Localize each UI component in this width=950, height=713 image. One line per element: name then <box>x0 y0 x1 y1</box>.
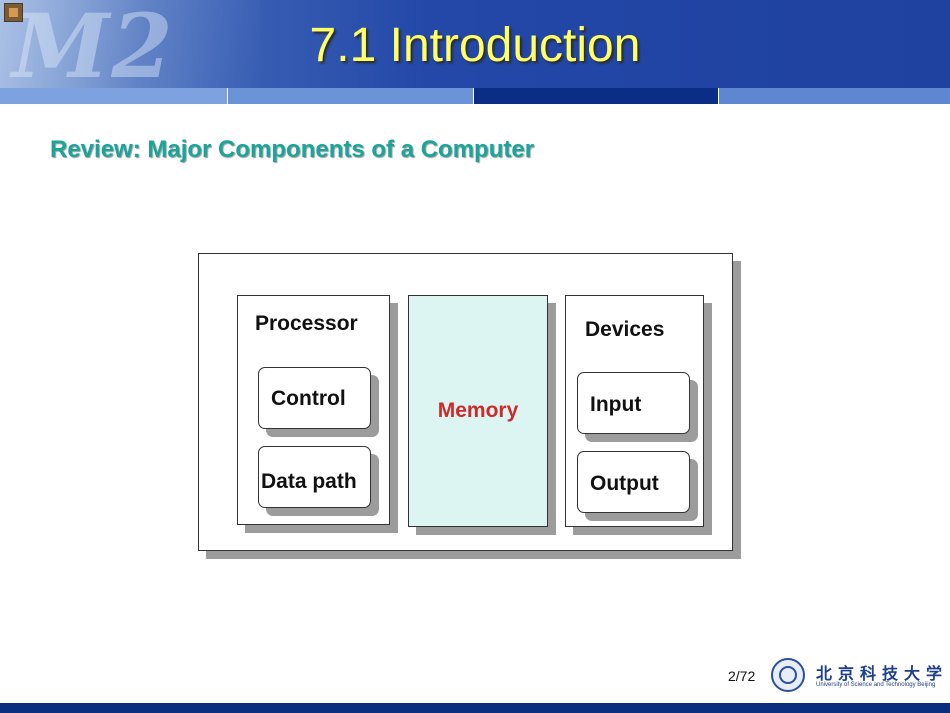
output-box <box>577 451 690 513</box>
datapath-box <box>258 446 371 508</box>
page-number: 2/72 <box>728 668 756 684</box>
footer-bar <box>0 703 950 713</box>
output-label: Output <box>590 472 659 495</box>
control-box <box>258 367 371 429</box>
control-label: Control <box>271 387 346 410</box>
slide-menu-icon[interactable] <box>4 3 23 22</box>
slide-title: 7.1 Introduction <box>309 19 641 72</box>
processor-label: Processor <box>255 312 358 335</box>
header-decoration: M2 <box>0 0 260 88</box>
input-box <box>577 372 690 434</box>
university-name-cn: 北京科技大学 <box>816 664 949 683</box>
header-color-bars <box>0 88 950 104</box>
memory-label: Memory <box>437 399 519 422</box>
university-name-en: University of Science and Technology Bei… <box>816 682 936 688</box>
header-bar-3 <box>474 88 718 104</box>
devices-label: Devices <box>585 318 665 341</box>
memory-box <box>408 295 548 527</box>
input-label: Input <box>590 393 642 416</box>
header-bar-2 <box>228 88 473 104</box>
header-watermark: M2 <box>12 0 175 88</box>
datapath-label: Data path <box>261 470 357 493</box>
university-seal-icon <box>771 658 805 692</box>
header-bar-4 <box>719 88 950 104</box>
slide-header: M2 7.1 Introduction <box>0 0 950 88</box>
slide-subtitle: Review: Major Components of a Computer <box>50 136 535 163</box>
header-bar-1 <box>0 88 227 104</box>
